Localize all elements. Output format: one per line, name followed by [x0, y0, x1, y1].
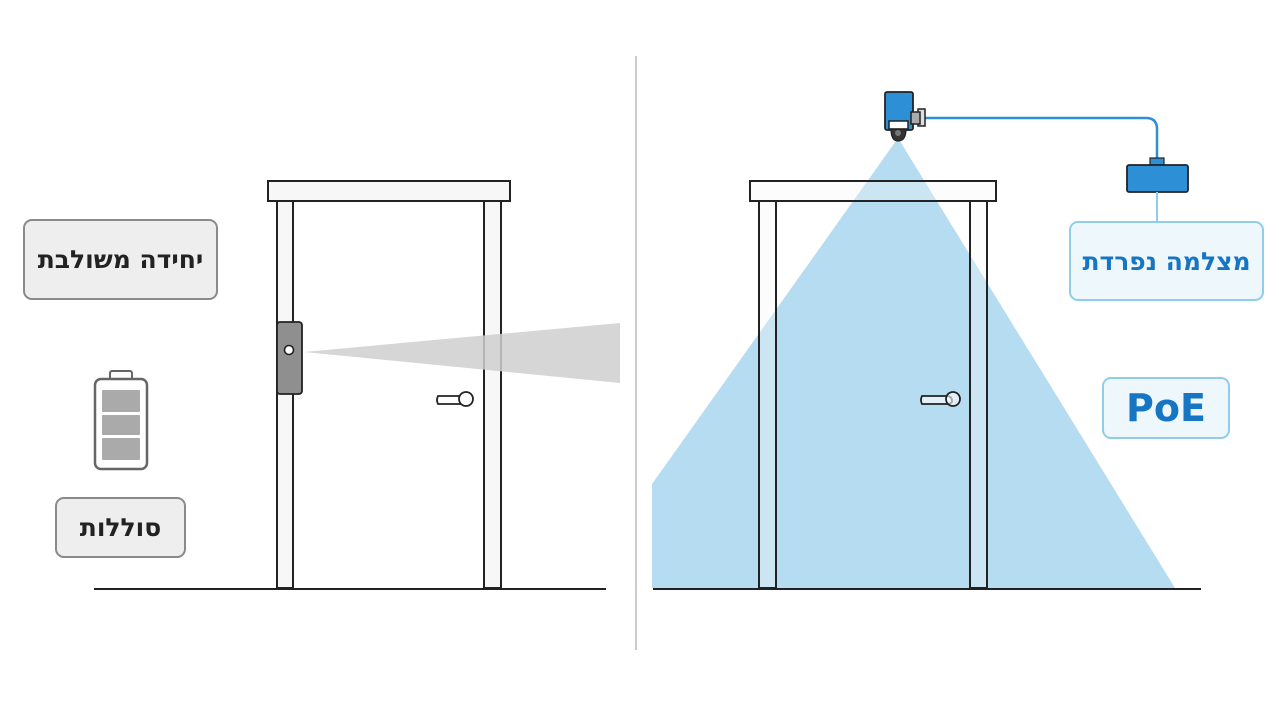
camera-view-cone [652, 138, 1175, 588]
poe-label: PoE [1102, 377, 1230, 439]
right-door-post-right [969, 200, 988, 589]
integrated-doorbell-unit [276, 321, 303, 395]
batteries-label: סוללות [55, 497, 186, 558]
battery-icon [93, 370, 149, 471]
right-door-handle [920, 391, 961, 407]
separate-camera-label: מצלמה נפרדת [1069, 221, 1264, 301]
left-panel [93, 180, 620, 590]
battery-cell [102, 415, 140, 435]
doorbell-lens [283, 344, 295, 356]
ceiling-camera-icon [884, 91, 926, 142]
battery-cell [102, 390, 140, 412]
right-door-lintel [749, 180, 997, 202]
left-door-handle [436, 391, 474, 407]
doorbell-view-cone [304, 323, 620, 383]
left-door-lintel [267, 180, 511, 202]
right-door-frame [749, 180, 997, 589]
left-door-post-right [483, 200, 502, 589]
integrated-unit-label: יחידה משולבת [23, 219, 218, 300]
battery-cell [102, 438, 140, 460]
right-door-post-left [758, 200, 777, 589]
poe-cable [922, 116, 1159, 160]
poe-injector-icon [1126, 157, 1189, 193]
right-panel [652, 91, 1201, 590]
left-door-frame [267, 180, 511, 589]
